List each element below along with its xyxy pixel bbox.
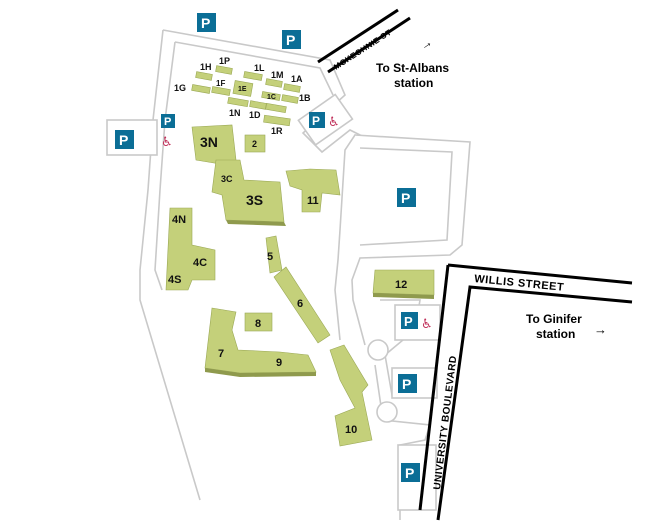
parking-icon: P — [401, 312, 418, 329]
building-1F — [211, 86, 231, 96]
building-1B — [281, 94, 299, 104]
label-1M: 1M — [271, 70, 284, 80]
building-1R — [263, 114, 291, 127]
station-st-albans-line2: station — [394, 76, 433, 90]
parking-icon: P — [197, 13, 216, 32]
label-2: 2 — [252, 139, 257, 149]
label-3N: 3N — [200, 134, 218, 150]
svg-text:P: P — [312, 114, 320, 128]
building-1N — [227, 96, 249, 108]
label-10: 10 — [345, 424, 357, 436]
label-11: 11 — [307, 195, 319, 207]
svg-text:P: P — [402, 376, 411, 392]
label-1L: 1L — [254, 63, 265, 73]
parking-icon: P — [282, 30, 301, 49]
building-1R-top — [265, 102, 287, 114]
building-11 — [285, 168, 341, 213]
label-8: 8 — [255, 318, 261, 330]
label-1H: 1H — [200, 62, 212, 72]
parking-icon: P — [161, 114, 175, 128]
label-1F: 1F — [216, 79, 225, 88]
station-ginifer-line2: station — [536, 327, 575, 341]
road-willis-south — [436, 285, 633, 521]
building-1P — [215, 65, 233, 75]
building-3S-shadow — [226, 220, 286, 226]
roads — [317, 8, 633, 521]
label-5: 5 — [267, 251, 273, 263]
building-labels: 1H 1P 1L 1M 1A 1G 1F 1E 1C 1B 1N 1D 1R 3… — [168, 56, 407, 436]
road-mckechnie-1 — [317, 8, 399, 64]
parking-icon: P — [115, 130, 134, 149]
label-9: 9 — [276, 357, 282, 369]
svg-text:P: P — [401, 190, 410, 206]
label-1R: 1R — [271, 126, 283, 136]
station-ginifer-line1: To Ginifer — [526, 312, 582, 326]
svg-text:P: P — [119, 132, 128, 148]
label-1A: 1A — [291, 74, 303, 84]
label-1G: 1G — [174, 83, 186, 93]
building-1G — [191, 84, 211, 94]
building-1C — [261, 91, 281, 101]
station-st-albans-line1: To St-Albans — [376, 61, 449, 75]
building-1H — [195, 71, 213, 81]
accessibility-markers: ♿ ♿ ♿ — [161, 114, 433, 331]
building-6 — [273, 266, 331, 344]
label-1E: 1E — [238, 86, 247, 93]
building-12-shadow — [373, 293, 434, 299]
road-university — [418, 264, 450, 511]
accessible-icon: ♿ — [421, 316, 433, 331]
building-10 — [329, 344, 373, 447]
parking-lot-center-outline — [297, 93, 354, 147]
building-4N-4C-4S — [165, 207, 216, 291]
path-west-inner — [154, 41, 176, 291]
label-3S: 3S — [246, 192, 263, 208]
building-1A — [283, 83, 301, 93]
building-7-9-shadow — [205, 368, 316, 377]
label-4S: 4S — [168, 274, 181, 286]
svg-text:P: P — [286, 32, 295, 48]
label-12: 12 — [395, 279, 407, 291]
path-roundabout-2 — [376, 401, 398, 423]
buildings — [165, 65, 435, 447]
station-labels: To St-Albans station → To Ginifer statio… — [376, 35, 607, 341]
accessible-icon: ♿ — [328, 114, 340, 129]
label-6: 6 — [297, 298, 303, 310]
label-1C: 1C — [267, 94, 276, 101]
road-mckechnie-2 — [327, 16, 411, 74]
road-willis-north — [447, 263, 633, 285]
parking-icon: P — [401, 463, 420, 482]
building-2 — [244, 134, 266, 153]
label-1D: 1D — [249, 110, 261, 120]
svg-text:P: P — [164, 116, 171, 128]
label-7: 7 — [218, 348, 224, 360]
building-1L — [243, 71, 263, 81]
svg-text:P: P — [405, 465, 414, 481]
building-1E — [232, 80, 254, 97]
building-1M — [265, 78, 283, 88]
parking-icon: P — [397, 188, 416, 207]
svg-text:P: P — [404, 314, 413, 329]
label-4C: 4C — [193, 257, 207, 269]
accessible-icon: ♿ — [161, 134, 173, 149]
label-1B: 1B — [299, 93, 311, 103]
campus-paths — [106, 29, 471, 520]
building-8 — [244, 312, 273, 332]
arrow-st-albans-icon: → — [417, 35, 435, 53]
parking-icon: P — [398, 374, 417, 393]
label-3C: 3C — [221, 174, 233, 184]
svg-text:P: P — [201, 15, 210, 31]
label-4N: 4N — [172, 214, 186, 226]
parking-markers: P P P P P P P P — [115, 13, 420, 482]
parking-icon: P — [309, 112, 325, 128]
arrow-ginifer-icon: → — [594, 322, 607, 337]
label-1P: 1P — [219, 56, 230, 66]
label-1N: 1N — [229, 108, 241, 118]
path-roundabout-1 — [367, 339, 389, 361]
path-inner-top — [174, 41, 334, 96]
